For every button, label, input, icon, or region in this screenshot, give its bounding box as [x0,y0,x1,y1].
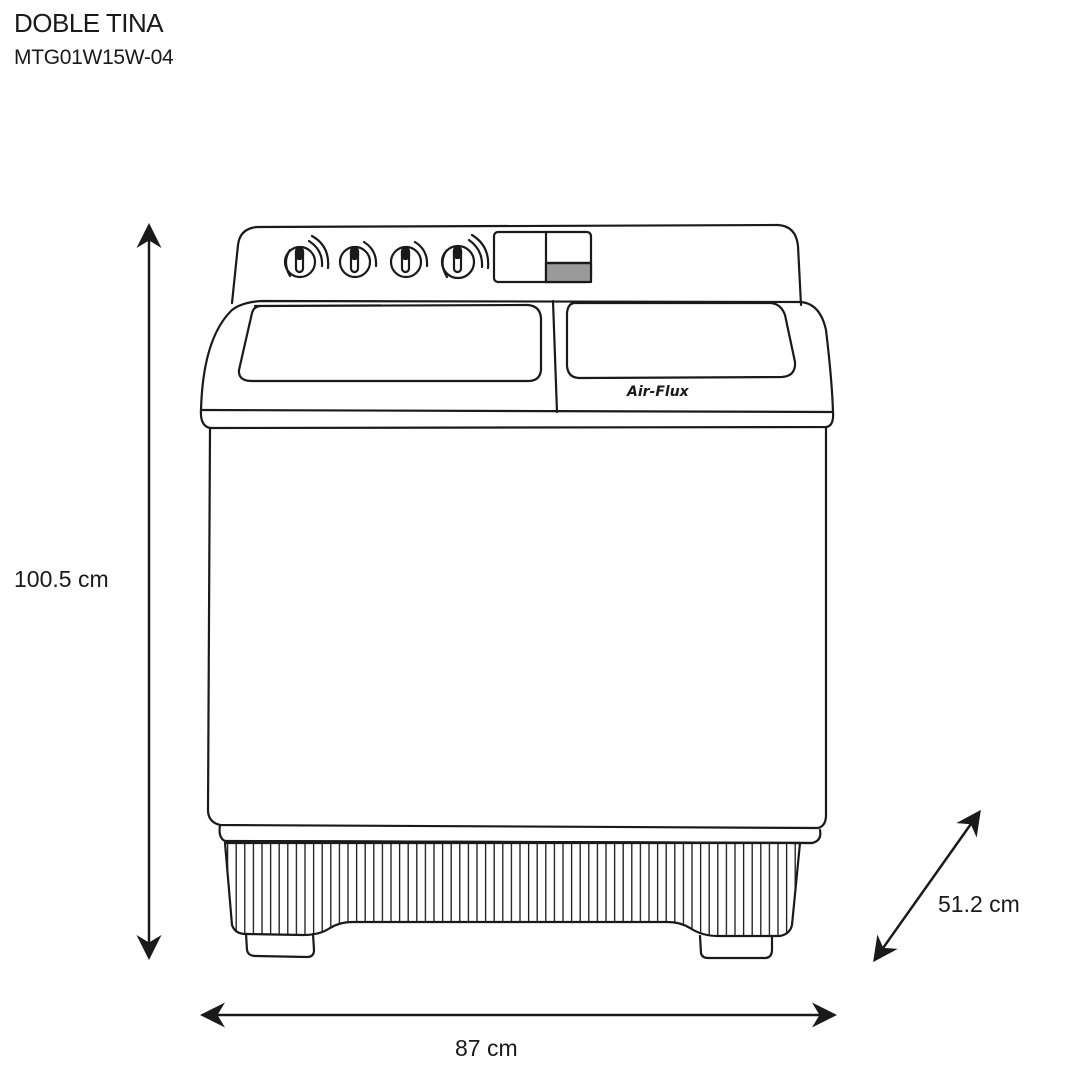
knob-3 [389,240,429,279]
main-body [206,425,828,830]
vent-base [223,841,802,938]
foot-right [698,934,774,960]
knob-1 [283,234,330,279]
display-panel [492,230,593,284]
depth-arrow [873,809,981,963]
control-panel [230,223,803,307]
height-label: 100.5 cm [14,566,109,592]
foot-left [244,932,316,959]
lid-frame [199,299,835,414]
model-number: MTG01W15W-04 [14,46,174,69]
width-label: 87 cm [455,1035,518,1061]
knob-4 [440,233,490,280]
brand-label: Air-Flux [626,384,690,400]
spin-tub-lid [565,301,797,380]
product-title: DOBLE TINA [14,8,164,38]
wash-tub-lid [237,303,543,383]
depth-label: 51.2 cm [938,891,1020,917]
knob-2 [338,240,378,279]
